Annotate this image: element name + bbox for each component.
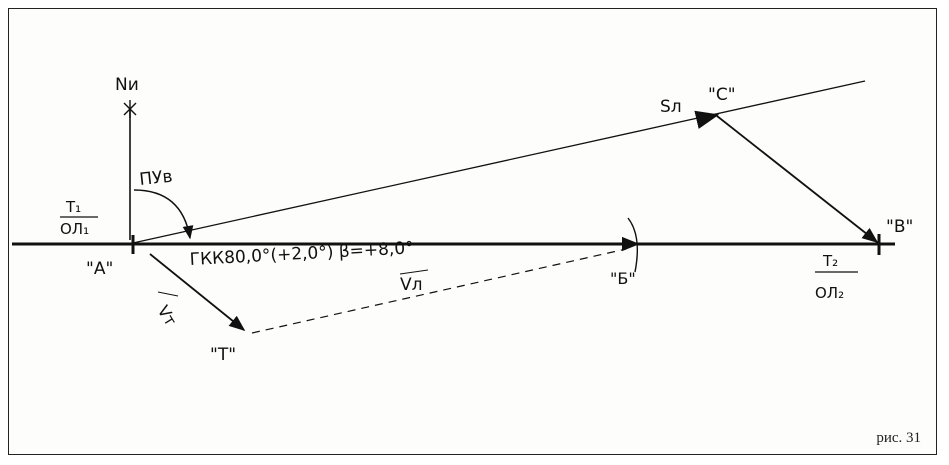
label-sl: Sл xyxy=(660,97,682,117)
figure-caption: рис. 31 xyxy=(876,430,921,446)
label-ol1: ОЛ₁ xyxy=(60,220,89,238)
north-star-icon xyxy=(123,100,137,118)
label-ol2: ОЛ₂ xyxy=(815,284,844,302)
label-point-b: "Б" xyxy=(610,269,636,288)
label-north: Nи xyxy=(115,75,139,95)
vl-overline xyxy=(399,269,429,275)
figure-frame xyxy=(8,8,937,455)
label-vl: Vл xyxy=(400,275,423,295)
dashed-t-to-b xyxy=(251,248,627,334)
label-point-v: "В" xyxy=(886,217,913,237)
label-point-t: "Т" xyxy=(210,345,236,365)
label-t1: Т₁ xyxy=(65,198,81,216)
line-a-to-c xyxy=(132,80,866,244)
label-vt: Vт xyxy=(154,302,181,329)
label-course-angle: ПУв xyxy=(138,167,173,190)
vt-arrow xyxy=(149,253,246,332)
label-point-c: "С" xyxy=(708,85,736,105)
line-c-to-v xyxy=(716,115,879,244)
vt-overline xyxy=(157,291,179,297)
point-b-arc xyxy=(627,217,638,273)
label-t2: Т₂ xyxy=(822,252,838,270)
label-point-a: "А" xyxy=(86,259,113,279)
course-angle-arc xyxy=(133,189,194,240)
sl-arrow xyxy=(694,110,720,129)
